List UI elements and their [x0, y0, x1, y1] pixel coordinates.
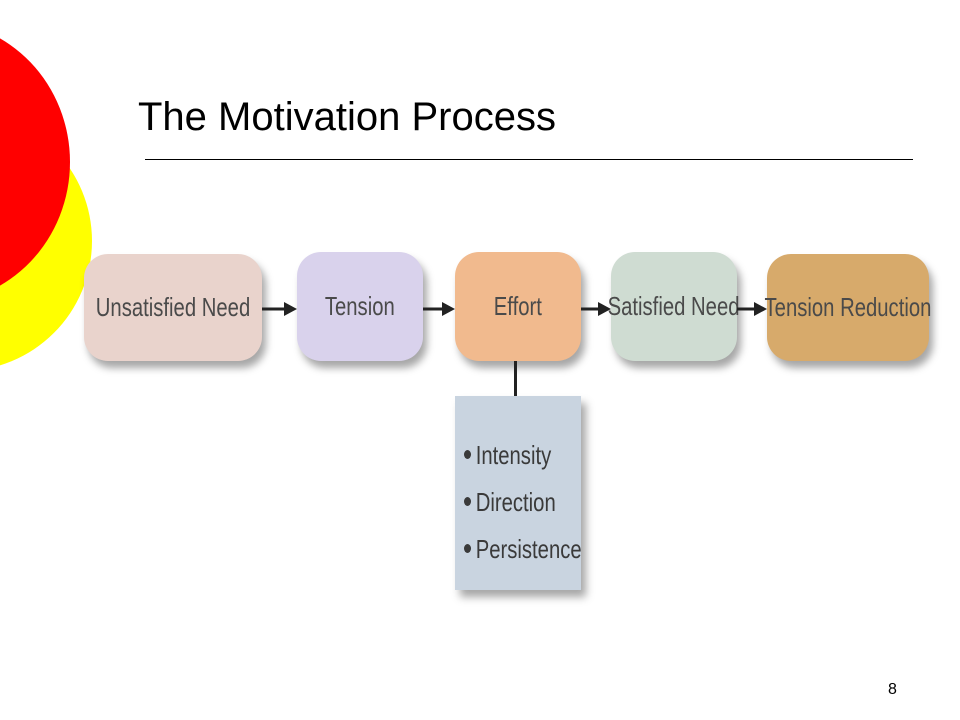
- step-label: Effort: [493, 291, 543, 321]
- title-underline: [145, 159, 913, 160]
- effort-dimensions-list: Intensity Direction Persistence: [464, 432, 615, 573]
- page-number: 8: [888, 681, 897, 698]
- bullet-icon: [464, 496, 472, 506]
- step-label: Tension: [325, 291, 395, 321]
- arrow-right-icon: [737, 302, 767, 316]
- step-satisfied-need: Satisfied Need: [608, 252, 740, 361]
- arrow-right-icon: [581, 302, 611, 316]
- step-unsatisfied-need: Unsatisfied Need: [84, 254, 262, 361]
- effort-dimensions-box: [455, 396, 581, 590]
- effort-connector-line: [514, 361, 517, 397]
- step-label: Unsatisfied Need: [95, 292, 251, 322]
- step-tension: Tension: [297, 252, 423, 361]
- list-item: Persistence: [464, 526, 582, 573]
- step-effort: Effort: [455, 252, 581, 361]
- bullet-icon: [464, 449, 472, 459]
- step-label: Tension Reduction: [764, 292, 932, 322]
- step-label: Satisfied Need: [608, 291, 740, 321]
- bullet-icon: [464, 543, 472, 553]
- slide-title: The Motivation Process: [138, 95, 556, 139]
- arrow-right-icon: [423, 302, 455, 316]
- list-item: Direction: [464, 479, 582, 526]
- arrow-right-icon: [262, 302, 297, 316]
- step-tension-reduction: Tension Reduction: [764, 254, 932, 361]
- list-item: Intensity: [464, 432, 582, 479]
